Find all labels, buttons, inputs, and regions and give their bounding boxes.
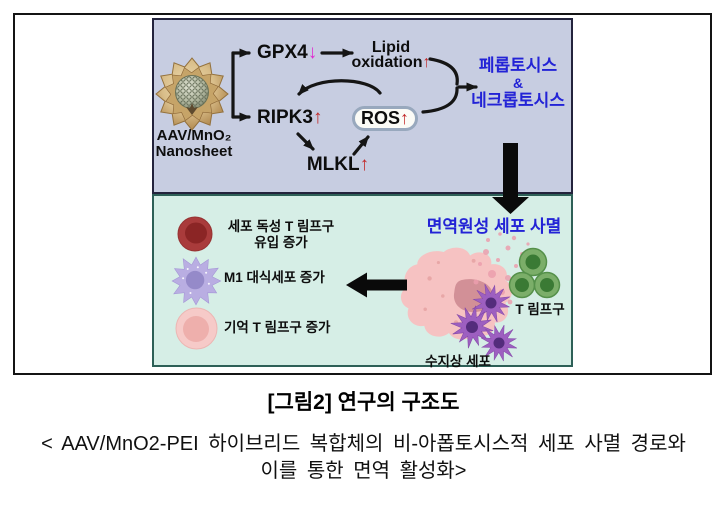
lipid-oxidation-node: Lipid oxidation↑ (348, 39, 434, 71)
gpx4-node: GPX4↓ (257, 43, 317, 63)
m1-macrophage-icon (171, 256, 222, 306)
cell-debris-speckles (473, 232, 534, 305)
mlkl-label: MLKL (306, 154, 360, 175)
legend-item-memory: 기억 T 림프구 증가 (224, 320, 330, 336)
t-cell-label: T 림프구 (515, 302, 565, 317)
left-arrow-icon (346, 272, 407, 298)
legend-memory-line1: 기억 T 림프구 증가 (224, 320, 331, 335)
legend-cytotoxic-line2: 유입 증가 (254, 234, 308, 250)
ripk3-label: RIPK3 (257, 107, 313, 128)
gpx4-down-arrow-icon: ↓ (307, 42, 318, 63)
lipid-up-arrow-icon: ↑ (422, 54, 431, 71)
ripk3-up-arrow-icon: ↑ (312, 107, 323, 128)
outcome-text: 페롭토시스 & 네크롭토시스 (464, 56, 572, 111)
ros-up-arrow-icon: ↑ (400, 108, 409, 128)
immunogenic-death-title: 면역원성 세포 사멸 (426, 217, 562, 236)
gpx4-label: GPX4 (257, 42, 308, 63)
ros-node: ROS↑ (352, 106, 418, 131)
ripk3-node: RIPK3↑ (257, 108, 322, 128)
nanosheet-label-line1: AAV/MnO₂ (156, 127, 232, 144)
legend-item-macrophage: M1 대식세포 증가 (224, 270, 325, 286)
outcome-ferroptosis: 페롭토시스 (478, 56, 558, 75)
dendritic-cell-nuclei (466, 297, 505, 349)
lipid-label-line2: oxidation (351, 54, 423, 71)
legend-item-cytotoxic: 세포 독성 T 림프구 유입 증가 (216, 219, 346, 250)
figure-description-line1: < AAV/MnO2-PEI 하이브리드 복합체의 비-아폽토시스적 세포 사멸… (41, 433, 686, 455)
legend-macrophage-line1: M1 대식세포 증가 (224, 270, 325, 285)
outcome-necroptosis: 네크롭토시스 (471, 91, 565, 110)
pathway-panel: AAV/MnO₂ Nanosheet GPX4↓ Lipid oxidation… (152, 18, 573, 194)
figure-frame: AAV/MnO₂ Nanosheet GPX4↓ Lipid oxidation… (13, 13, 712, 375)
memory-t-cell-icon (175, 307, 218, 350)
nanosheet-label: AAV/MnO₂ Nanosheet (152, 128, 236, 160)
dying-tumor-cell-icon (400, 247, 512, 340)
mlkl-node: MLKL↑ (292, 155, 384, 175)
figure-description-line2: 이를 통한 면역 활성화> (260, 460, 467, 482)
mlkl-up-arrow-icon: ↑ (359, 154, 370, 175)
lipid-label-line1: Lipid (371, 39, 411, 56)
figure-caption: [그림2] 연구의 구조도 (267, 391, 460, 414)
figure-description: < AAV/MnO2-PEI 하이브리드 복합체의 비-아폽토시스적 세포 사멸… (0, 431, 727, 485)
cytotoxic-t-cell-icon (177, 216, 213, 252)
dendritic-cell-label: 수지상 세포 (425, 354, 491, 369)
nanosheet-label-line2: Nanosheet (155, 143, 233, 160)
immune-panel: 면역원성 세포 사멸 세포 독성 T 림프구 유입 증가 (152, 194, 573, 369)
legend-cytotoxic-line1: 세포 독성 T 림프구 (227, 219, 335, 234)
outcome-ampersand: & (512, 75, 524, 91)
ros-label: ROS (360, 108, 400, 128)
nanosheet-image (155, 57, 229, 131)
t-lymphocyte-icon (508, 247, 561, 299)
